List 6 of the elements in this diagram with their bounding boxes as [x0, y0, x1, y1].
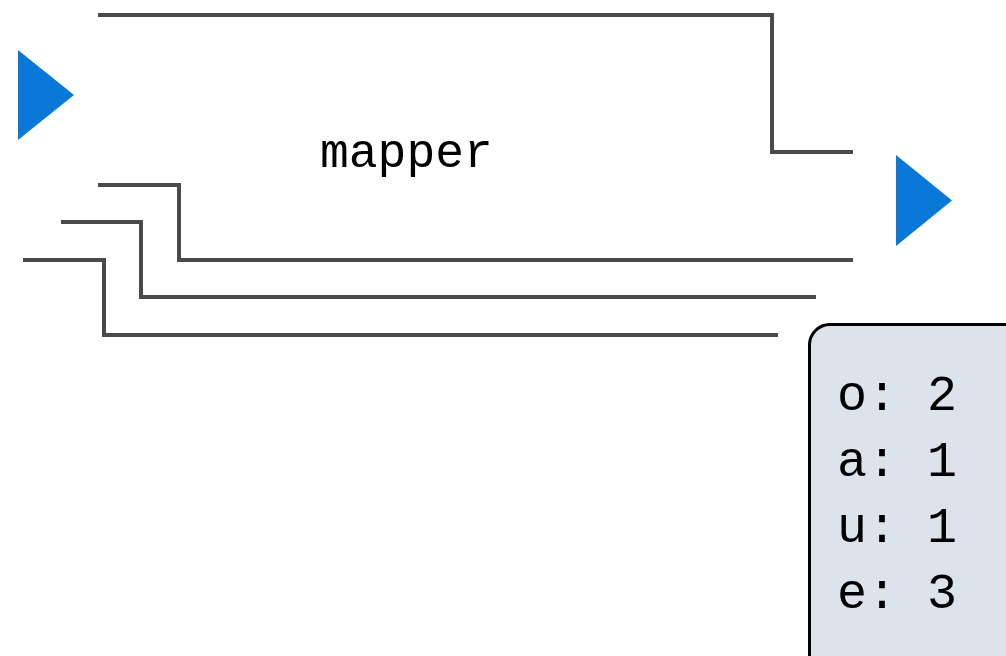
count-text: u: 1: [837, 499, 958, 559]
count-text: a: 1: [837, 433, 958, 493]
count-text: o: 2: [837, 367, 958, 427]
count-box: [808, 323, 1006, 656]
mapper-label: mapper: [320, 126, 493, 183]
count-text: e: 3: [837, 565, 958, 625]
